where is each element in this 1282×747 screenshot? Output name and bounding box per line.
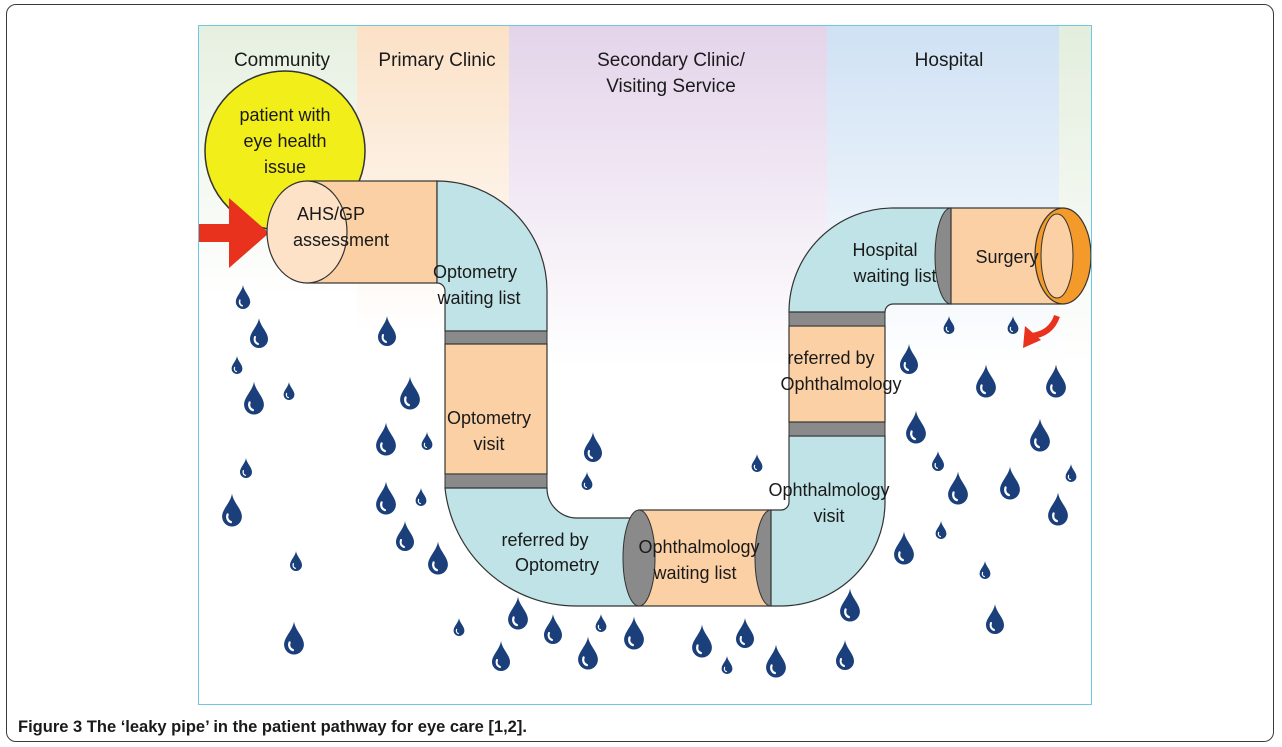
stage-oph-wait-line2: waiting list bbox=[652, 563, 736, 583]
zone-label-secondary-clinic: Secondary Clinic/ bbox=[597, 50, 746, 71]
pipe-referred-by-optometry bbox=[444, 487, 640, 607]
stage-opt-visit-line2: visit bbox=[474, 434, 505, 454]
pipe-ahs-gp-assessment bbox=[266, 180, 438, 284]
stage-oph-visit-line1: Ophthalmology bbox=[768, 480, 889, 500]
leaky-pipe-diagram: Community Primary Clinic Secondary Clini… bbox=[198, 25, 1092, 705]
zone-label-primary-clinic: Primary Clinic bbox=[378, 50, 495, 71]
exit-arrow-icon bbox=[1023, 314, 1060, 348]
figure-caption: Figure 3 The ‘leaky pipe’ in the patient… bbox=[18, 718, 527, 737]
stage-opt-wait-line1: Optometry bbox=[433, 262, 517, 282]
patient-bubble-line1: patient with bbox=[239, 105, 330, 125]
caption-text: The ‘leaky pipe’ in the patient pathway … bbox=[86, 718, 527, 736]
stage-ref-opt-line2: Optometry bbox=[515, 555, 599, 575]
stage-ref-opt-line1: referred by bbox=[501, 530, 588, 550]
figure-frame bbox=[6, 4, 1274, 742]
stage-ref-oph-line2: Ophthalmology bbox=[780, 374, 901, 394]
pipe-surgery bbox=[950, 207, 1091, 305]
pipe-optometry-waiting-list bbox=[436, 180, 548, 345]
stage-ahs-gp-line2: assessment bbox=[293, 230, 389, 250]
entry-arrow-icon bbox=[199, 198, 269, 268]
pipe-ophthalmology-waiting-list bbox=[622, 509, 788, 607]
stage-opt-visit-line1: Optometry bbox=[447, 408, 531, 428]
stage-hosp-wait-line1: Hospital bbox=[852, 240, 917, 260]
zone-label-community: Community bbox=[234, 50, 331, 71]
stage-ahs-gp-line1: AHS/GP bbox=[297, 204, 365, 224]
pipe-referred-by-ophthalmology bbox=[788, 311, 886, 423]
stage-ref-oph-line1: referred by bbox=[787, 348, 874, 368]
stage-oph-wait-line1: Ophthalmology bbox=[638, 537, 759, 557]
zone-label-hospital: Hospital bbox=[915, 50, 984, 71]
caption-label: Figure 3 bbox=[18, 718, 83, 736]
stage-hosp-wait-line2: waiting list bbox=[852, 266, 936, 286]
stage-oph-visit-line2: visit bbox=[814, 506, 845, 526]
patient-bubble-line3: issue bbox=[264, 157, 306, 177]
stage-opt-wait-line2: waiting list bbox=[436, 288, 520, 308]
patient-bubble-line2: eye health bbox=[243, 131, 326, 151]
stage-surgery: Surgery bbox=[975, 247, 1038, 267]
pipe-ophthalmology-visit bbox=[770, 421, 886, 607]
zone-label-visiting-service: Visiting Service bbox=[606, 76, 736, 97]
